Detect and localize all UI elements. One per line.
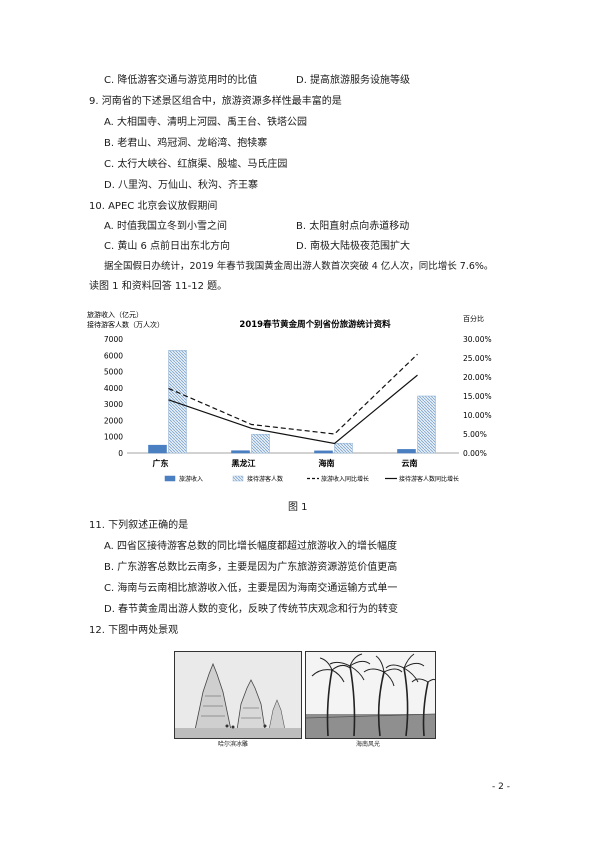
- x-category-label: 海南: [319, 458, 335, 468]
- left-photo-caption: 哈尔滨冰雕: [218, 741, 249, 748]
- visitors-growth-line: [168, 374, 418, 445]
- visitors-bar: [417, 395, 436, 454]
- q9-option-a: A. 大相国寺、清明上河园、禹王台、铁塔公园: [104, 117, 308, 128]
- q12-stem: 12. 下图中两处景观: [89, 625, 179, 636]
- chart-title: 2019春节黄金周个别省份旅游统计资料: [239, 319, 391, 330]
- chart-ylabel-left-2: 接待游客人数（万人次）: [87, 320, 164, 329]
- ice-sculpture-photo: [174, 651, 302, 739]
- q11-option-b: B. 广东游客总数比云南多，主要是因为广东旅游资源游览价值更高: [104, 562, 398, 573]
- income-bar: [148, 444, 167, 454]
- y-left-tick-label: 4000: [104, 384, 123, 393]
- x-category-label: 云南: [402, 458, 418, 468]
- q10-option-a: A. 时值我国立冬到小雪之间: [104, 221, 228, 232]
- right-photo-caption: 海南风光: [356, 741, 381, 748]
- chart-ylabel-right: 百分比: [463, 314, 484, 323]
- q10-stem: 10. APEC 北京会议放假期间: [89, 201, 218, 212]
- legend-label: 旅游收入同比增长: [321, 475, 369, 483]
- y-left-tick-label: 5000: [104, 368, 123, 377]
- legend-swatch: [164, 475, 176, 482]
- y-right-tick-label: 15.00%: [463, 392, 492, 401]
- chart-ylabel-left-1: 旅游收入（亿元）: [87, 310, 143, 319]
- q9-option-c: C. 太行大峡谷、红旗渠、殷墟、马氏庄园: [104, 159, 288, 170]
- q11-option-c: C. 海南与云南相比旅游收入低，主要是因为海南交通运输方式单一: [104, 583, 398, 594]
- y-left-tick-label: 6000: [104, 351, 123, 360]
- palm-trees-image: [306, 652, 435, 738]
- y-right-tick-label: 20.00%: [463, 373, 492, 382]
- visitors-bar: [334, 442, 353, 454]
- figure-label: 图 1: [288, 502, 308, 513]
- q8-option-c: C. 降低游客交通与游览用时的比值: [104, 75, 258, 86]
- q11-option-d: D. 春节黄金周出游人数的变化，反映了传统节庆观念和行为的转变: [104, 604, 399, 615]
- visitors-bar: [251, 433, 270, 454]
- q11-option-a: A. 四省区接待游客总数的同比增长幅度都超过旅游收入的增长幅度: [104, 541, 398, 552]
- income-bar: [397, 449, 416, 454]
- q10-option-b: B. 太阳直射点向赤道移动: [296, 221, 410, 232]
- y-left-tick-label: 7000: [104, 335, 123, 344]
- income-growth-line: [168, 353, 418, 435]
- intro-line-1: 据全国假日办统计，2019 年春节我国黄金周出游人数首次突破 4 亿人次，同比增…: [104, 261, 494, 272]
- q9-option-d: D. 八里沟、万仙山、秋沟、齐王寨: [104, 180, 259, 191]
- intro-line-2: 读图 1 和资料回答 11-12 题。: [89, 281, 228, 292]
- q8-option-d: D. 提高旅游服务设施等级: [296, 75, 411, 86]
- q9-stem: 9. 河南省的下述景区组合中，旅游资源多样性最丰富的是: [89, 96, 342, 107]
- y-left-tick-label: 2000: [104, 416, 123, 425]
- q9-option-b: B. 老君山、鸡冠洞、龙峪湾、抱犊寨: [104, 138, 268, 149]
- hainan-beach-photo: [305, 651, 436, 739]
- tourism-chart: 旅游收入（亿元） 接待游客人数（万人次） 2019春节黄金周个别省份旅游统计资料…: [87, 310, 492, 483]
- income-bar: [314, 450, 333, 454]
- y-right-tick-label: 30.00%: [463, 335, 492, 344]
- legend-label: 接待游客人数同比增长: [399, 475, 459, 483]
- ice-sculpture-image: [175, 652, 301, 738]
- y-right-tick-label: 0.00%: [463, 449, 487, 458]
- legend-label: 旅游收入: [179, 475, 203, 483]
- y-right-tick-label: 25.00%: [463, 354, 492, 363]
- y-right-tick-label: 10.00%: [463, 411, 492, 420]
- page-number: - 2 -: [492, 782, 510, 792]
- x-category-label: 黑龙江: [232, 458, 256, 468]
- q10-option-c: C. 黄山 6 点前日出东北方向: [104, 241, 231, 252]
- legend-label: 接待游客人数: [247, 475, 283, 483]
- y-left-tick-label: 1000: [104, 433, 123, 442]
- legend-swatch: [232, 475, 244, 482]
- y-left-tick-label: 0: [118, 449, 123, 458]
- visitors-bar: [168, 350, 187, 454]
- income-bar: [231, 450, 250, 454]
- q11-stem: 11. 下列叙述正确的是: [89, 520, 189, 531]
- q10-option-d: D. 南极大陆极夜范围扩大: [296, 241, 411, 252]
- y-left-tick-label: 3000: [104, 400, 123, 409]
- x-category-label: 广东: [153, 458, 169, 468]
- y-right-tick-label: 5.00%: [463, 430, 487, 439]
